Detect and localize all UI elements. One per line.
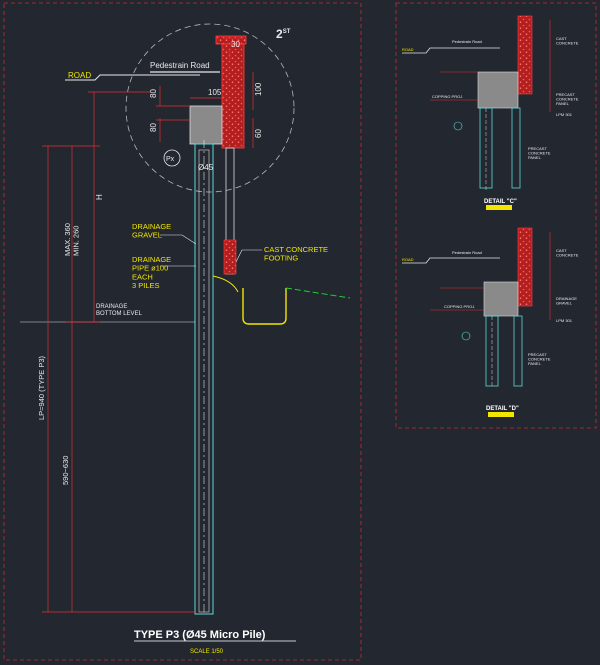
dim-105: 105 <box>208 88 222 97</box>
d2-title: DETAIL "D" <box>486 406 519 412</box>
d1-title: DETAIL "C" <box>484 199 517 205</box>
d2-road-label: ROAD <box>402 257 414 262</box>
dim-lp: LP=940 (TYPE P3) <box>37 356 46 420</box>
d2-pedestrian-label: Pedestrain Road <box>452 250 482 255</box>
main-drawing <box>3 2 362 661</box>
road-label: ROAD <box>68 71 91 80</box>
dim-30: 30 <box>231 40 240 49</box>
coping-block <box>189 105 223 145</box>
detail-circle <box>125 23 295 193</box>
brick-wall <box>221 39 245 149</box>
dim-max-min: MAX. 360MIN. 260 <box>63 223 81 256</box>
dim-60: 60 <box>254 129 263 138</box>
detail-1-drawing <box>402 15 551 210</box>
dimension-lines <box>42 37 254 613</box>
main-scale: SCALE 1/50 <box>190 649 224 655</box>
dim-80a: 80 <box>149 89 158 98</box>
main-title: TYPE P3 (Ø45 Micro Pile) <box>134 629 266 641</box>
px-marker <box>163 149 181 167</box>
detail-ref-label: 2ST <box>276 27 291 41</box>
detail-sheet <box>395 2 597 429</box>
dim-590: 590~630 <box>61 456 70 485</box>
footing-leader <box>235 249 262 263</box>
dim-80b: 80 <box>149 123 158 132</box>
px-label: Px <box>166 156 175 163</box>
drainage-pipe <box>212 275 239 293</box>
road-line <box>65 74 200 81</box>
panel-footing <box>223 239 237 275</box>
brick-cap <box>215 35 247 45</box>
gravel-leader <box>160 234 197 245</box>
dim-100: 100 <box>254 82 263 96</box>
detail-2-drawing <box>402 227 551 417</box>
d1-road-label: ROAD <box>402 47 414 52</box>
dim-h: H <box>95 194 104 200</box>
ground-slope <box>285 287 351 299</box>
d1-pedestrian-label: Pedestrain Road <box>452 39 482 44</box>
main-frame <box>3 2 362 661</box>
drainage-channel <box>242 288 287 325</box>
pile-dia-label: Ø45 <box>198 163 214 172</box>
detail-frame <box>395 2 597 429</box>
d2-lpm-label: LPM 301 <box>556 318 573 323</box>
d1-coping-label: COPPING PROJ. <box>432 94 463 99</box>
d2-coping-label: COPPING PROJ. <box>444 304 475 309</box>
pedestrian-road-label: Pedestrain Road <box>150 61 210 70</box>
d1-lpm-label: LPM 301 <box>556 112 573 117</box>
